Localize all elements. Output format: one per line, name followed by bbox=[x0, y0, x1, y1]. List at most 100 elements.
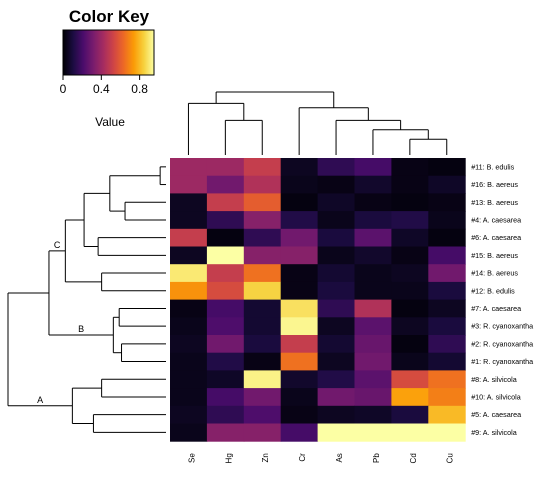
heatmap-cell bbox=[170, 299, 208, 318]
heatmap-cell bbox=[354, 228, 392, 247]
heatmap-cell bbox=[428, 388, 466, 407]
heatmap-cell bbox=[317, 175, 355, 194]
heatmap-cell bbox=[280, 405, 319, 424]
heatmap-cell bbox=[354, 317, 392, 336]
row-label: #11: B. edulis bbox=[471, 162, 514, 171]
row-label: #1: R. cyanoxantha bbox=[471, 357, 533, 366]
column-label: Cu bbox=[446, 453, 455, 463]
heatmap-cell bbox=[391, 370, 429, 389]
heatmap-cell bbox=[428, 281, 466, 301]
color-key-tick-label: 0 bbox=[60, 82, 67, 96]
heatmap-cell bbox=[317, 423, 355, 442]
heatmap-cell bbox=[280, 317, 319, 336]
heatmap-cell bbox=[280, 175, 319, 194]
heatmap-cell bbox=[391, 335, 429, 354]
row-cluster-label: C bbox=[54, 240, 61, 250]
heatmap-cell bbox=[317, 193, 355, 212]
heatmap-cell bbox=[428, 317, 466, 336]
heatmap-cell bbox=[280, 246, 319, 265]
heatmap-cell bbox=[391, 264, 429, 283]
heatmap-cell bbox=[317, 335, 355, 354]
column-label: Se bbox=[187, 453, 196, 463]
heatmap-cell bbox=[428, 335, 466, 354]
heatmap-cell bbox=[428, 228, 466, 247]
heatmap-cell bbox=[206, 175, 245, 194]
heatmap-cell bbox=[170, 405, 208, 424]
heatmap-cell bbox=[354, 264, 392, 283]
heatmap-cell bbox=[280, 423, 319, 442]
column-label: As bbox=[335, 453, 344, 462]
heatmap-cell bbox=[243, 352, 282, 371]
heatmap-cell bbox=[170, 423, 208, 442]
heatmap-cell bbox=[391, 228, 429, 247]
heatmap-cell bbox=[391, 352, 429, 371]
heatmap-cell bbox=[243, 335, 282, 354]
heatmap-cell bbox=[280, 264, 319, 283]
heatmap-cell bbox=[391, 158, 429, 177]
heatmap-cell bbox=[354, 352, 392, 371]
heatmap-cell bbox=[170, 175, 208, 194]
heatmap-cell bbox=[428, 370, 466, 389]
heatmap-cell bbox=[243, 317, 282, 336]
row-label: #4: A. caesarea bbox=[471, 215, 521, 224]
heatmap-cell bbox=[280, 193, 319, 212]
heatmap-cell bbox=[170, 193, 208, 212]
heatmap-cell bbox=[243, 405, 282, 424]
heatmap-cell bbox=[317, 370, 355, 389]
heatmap-cell bbox=[170, 264, 208, 283]
heatmap-cell bbox=[391, 388, 429, 407]
heatmap-cell bbox=[206, 423, 245, 442]
column-label: Hg bbox=[224, 453, 233, 463]
heatmap-cell bbox=[317, 246, 355, 265]
heatmap-cell bbox=[206, 264, 245, 283]
heatmap-cell bbox=[243, 281, 282, 301]
heatmap-cell bbox=[317, 352, 355, 371]
heatmap-cell bbox=[206, 211, 245, 230]
heatmap-cell bbox=[428, 264, 466, 283]
heatmap-cell bbox=[428, 246, 466, 265]
heatmap-cell bbox=[243, 211, 282, 230]
heatmap-cells bbox=[170, 158, 466, 442]
heatmap-cell bbox=[280, 211, 319, 230]
heatmap-cell bbox=[317, 158, 355, 177]
heatmap-cell bbox=[280, 299, 319, 318]
row-label: #9: A. silvicola bbox=[471, 428, 517, 437]
row-label: #7: A. caesarea bbox=[471, 304, 521, 313]
column-dendrogram bbox=[187, 91, 448, 155]
heatmap-cell bbox=[428, 299, 466, 318]
color-key-axis-label: Value bbox=[95, 115, 125, 129]
row-dendrogram: A B C bbox=[7, 166, 166, 433]
heatmap-cell bbox=[317, 388, 355, 407]
heatmap-cell bbox=[428, 352, 466, 371]
heatmap-cell bbox=[391, 246, 429, 265]
heatmap-cell bbox=[170, 317, 208, 336]
heatmap-cell bbox=[428, 211, 466, 230]
heatmap-cell bbox=[354, 193, 392, 212]
heatmap-cell bbox=[206, 299, 245, 318]
row-cluster-label: B bbox=[78, 324, 84, 334]
color-key-tick-label: 0.4 bbox=[93, 82, 110, 96]
heatmap-cell bbox=[243, 299, 282, 318]
heatmap-cell bbox=[243, 388, 282, 407]
row-label: #3: R. cyanoxantha bbox=[471, 322, 533, 331]
heatmap-cell bbox=[354, 299, 392, 318]
heatmap-cell bbox=[206, 281, 245, 301]
heatmap-cell bbox=[206, 388, 245, 407]
heatmap-cell bbox=[428, 423, 466, 442]
heatmap-cell bbox=[391, 281, 429, 301]
heatmap-cell bbox=[391, 405, 429, 424]
heatmap-cell bbox=[206, 352, 245, 371]
heatmap-cell bbox=[243, 423, 282, 442]
heatmap-cell bbox=[280, 228, 319, 247]
row-label: #5: A. caesarea bbox=[471, 410, 521, 419]
heatmap-cell bbox=[206, 370, 245, 389]
heatmap-cell bbox=[243, 193, 282, 212]
row-label: #13: B. aereus bbox=[471, 198, 518, 207]
row-cluster-label: A bbox=[37, 395, 43, 405]
heatmap-cell bbox=[170, 370, 208, 389]
heatmap-cell bbox=[428, 175, 466, 194]
column-label: Pb bbox=[372, 453, 381, 463]
heatmap-cell bbox=[170, 388, 208, 407]
heatmap-cell bbox=[317, 281, 355, 301]
